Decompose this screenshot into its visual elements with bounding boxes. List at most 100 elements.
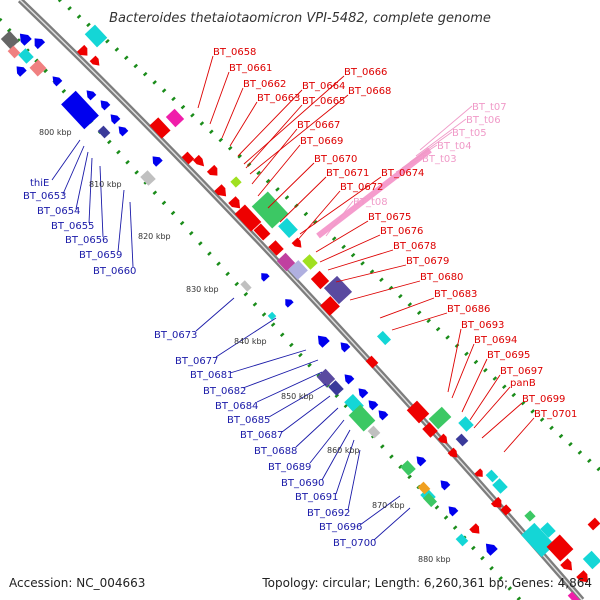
leader-line [279, 176, 327, 223]
gc-tick [577, 450, 583, 455]
gc-tick [43, 68, 48, 74]
gene-arrow [110, 114, 121, 125]
gc-tick [152, 80, 157, 85]
gene-label: BT_0674 [381, 168, 424, 179]
gc-tick [124, 55, 129, 60]
gc-tick [6, 28, 12, 33]
gc-tick [473, 359, 479, 365]
gc-tick [234, 281, 240, 287]
gc-tick [307, 363, 312, 368]
gene-arrow [576, 570, 589, 583]
gene-arrow [261, 273, 270, 282]
gc-tick [188, 231, 194, 236]
gene-label: BT_0692 [307, 508, 350, 519]
gene-label: BT_0682 [203, 386, 246, 397]
gene-label: BT_0667 [297, 120, 340, 131]
gene-arrow [474, 468, 483, 477]
gene-feature [149, 117, 171, 139]
leader-line [373, 507, 411, 541]
leader-line [243, 75, 345, 165]
scale-label: 860 kbp [327, 446, 360, 455]
gc-tick [279, 332, 285, 338]
gc-tick [549, 425, 554, 431]
gc-tick [218, 137, 224, 143]
gene-arrow [52, 76, 63, 87]
gc-tick [407, 302, 413, 307]
gene-arrow [448, 506, 459, 517]
gene-feature [376, 330, 392, 346]
leader-lines [51, 55, 535, 541]
gene-arrow [76, 44, 88, 56]
scale-label: 850 kbp [281, 392, 314, 401]
gene-feature [492, 478, 508, 494]
gene-label: BT_0695 [487, 350, 530, 361]
gc-tick [252, 302, 258, 307]
gene-label: BT_0687 [240, 430, 283, 441]
gene-arrow [485, 543, 498, 556]
gene-feature [521, 522, 555, 558]
leader-line [503, 417, 535, 453]
gene-arrow [70, 98, 81, 109]
leader-line [325, 200, 354, 237]
gc-tick [587, 458, 592, 463]
gene-feature [367, 425, 381, 439]
leader-line [359, 495, 401, 526]
leader-line [88, 157, 93, 224]
gc-tick [107, 139, 112, 145]
gene-label: BT_0669 [300, 136, 343, 147]
gene-feature [348, 404, 376, 432]
gene-label: BT_0693 [461, 320, 504, 331]
gene-label: BT_0653 [23, 191, 66, 202]
gc-tick [389, 454, 394, 459]
gc-tick [152, 190, 158, 195]
gc-tick [398, 464, 403, 469]
gc-tick [227, 145, 233, 151]
gene-label: BT_0658 [213, 47, 256, 58]
gc-tick [502, 384, 507, 389]
gene-label: BT_0663 [257, 93, 300, 104]
gene-label: BT_0660 [93, 266, 136, 277]
gene-feature [328, 380, 344, 396]
gene-arrow [447, 447, 458, 458]
leader-line [229, 101, 258, 147]
leader-line [335, 439, 355, 495]
gene-arrow [214, 184, 227, 197]
leader-line [347, 449, 361, 511]
gene-arrow [317, 335, 330, 348]
gc-tick [207, 251, 212, 256]
gc-tick [568, 442, 573, 447]
scale-label: 800 kbp [39, 128, 72, 137]
leader-line [327, 249, 394, 271]
gene-arrow [19, 33, 32, 46]
gc-tick [498, 576, 503, 581]
leader-line [461, 358, 488, 413]
gene-feature [587, 517, 600, 531]
gc-tick [398, 294, 403, 299]
gene-label: panB [510, 378, 536, 389]
gc-tick [530, 409, 535, 414]
gene-label: BT_0671 [326, 168, 369, 179]
gc-tick [539, 417, 545, 422]
gene-label: BT_0659 [79, 250, 122, 261]
leader-line [395, 157, 423, 173]
gene-arrow [206, 164, 218, 176]
gc-tick [243, 291, 249, 297]
leader-line [268, 383, 327, 418]
leader-line [315, 220, 369, 253]
trna-label: BT_t04 [437, 141, 472, 152]
gene-feature [417, 481, 431, 495]
gene-feature [268, 240, 284, 256]
gene-feature [0, 30, 20, 50]
gene-feature [524, 510, 536, 522]
gc-tick [125, 160, 130, 165]
leader-line [299, 176, 382, 235]
leader-line [75, 151, 89, 210]
forward-gene-labels: BT_0658 BT_0661 BT_0662 BT_0664 BT_0666 … [213, 47, 577, 420]
leader-line [481, 402, 523, 439]
leader-line [242, 359, 319, 389]
gene-label: BT_0655 [51, 221, 94, 232]
scale-labels: 800 kbp 810 kbp 820 kbp 830 kbp 840 kbp … [39, 128, 451, 564]
gene-label: BT_0673 [154, 330, 197, 341]
gc-tick [520, 400, 526, 406]
